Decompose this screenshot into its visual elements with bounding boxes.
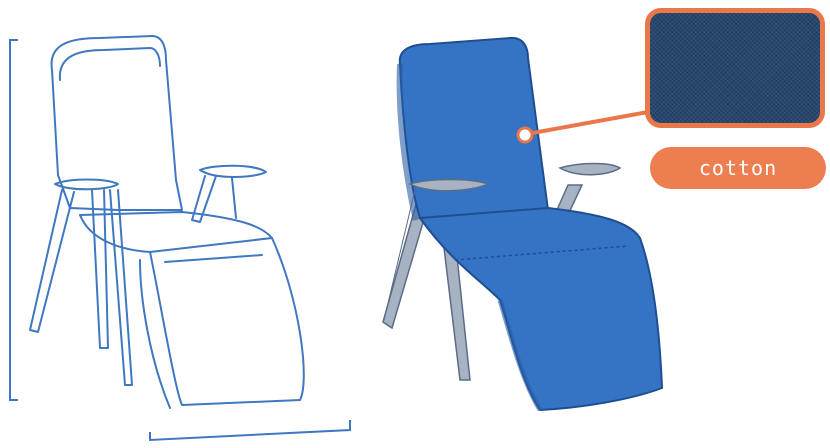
material-callout-dot — [518, 128, 532, 142]
chair-armrest — [560, 164, 620, 175]
material-label-badge: cotton — [650, 147, 826, 189]
fabric-swatch — [645, 8, 825, 128]
material-callout-line — [527, 112, 648, 134]
material-label-text: cotton — [699, 156, 777, 180]
